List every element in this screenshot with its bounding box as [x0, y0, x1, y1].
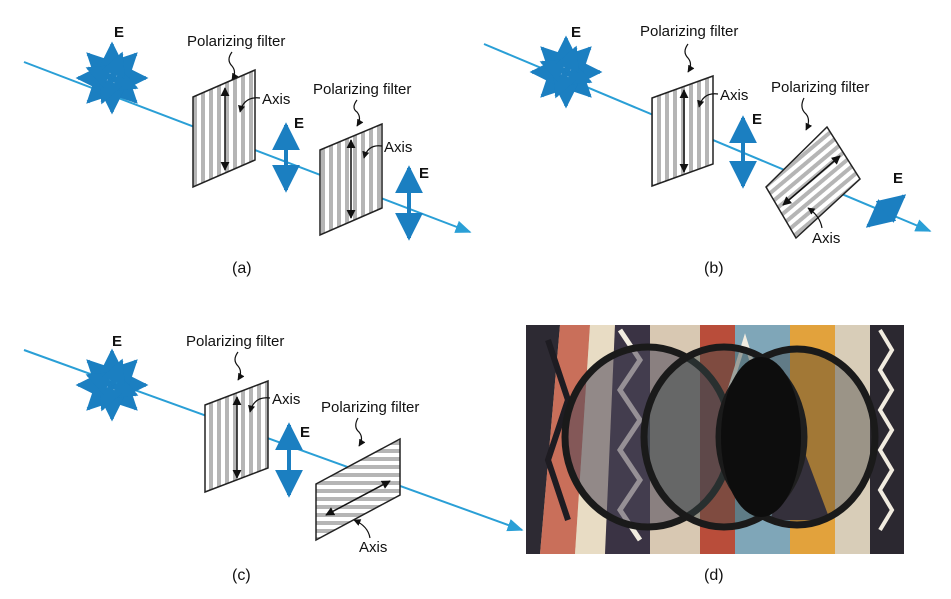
pointer: [234, 351, 245, 381]
axis-label: Axis: [384, 139, 412, 156]
pointer: [684, 43, 695, 73]
filter-label: Polarizing filter: [640, 23, 738, 40]
caption-d: (d): [704, 567, 724, 584]
polarizing-filter-1: [204, 379, 269, 494]
axis-label: Axis: [262, 91, 290, 108]
filter-label: Polarizing filter: [187, 33, 285, 50]
pointer: [228, 51, 239, 81]
axis-label: Axis: [720, 87, 748, 104]
pointer: [353, 519, 371, 539]
caption-c: (c): [232, 567, 251, 584]
unpolarized-e-star: [529, 35, 603, 109]
pointer: [801, 97, 813, 131]
axis-label: Axis: [359, 539, 387, 556]
pointer: [248, 397, 271, 413]
axis-label: Axis: [272, 391, 300, 408]
pointer: [238, 97, 261, 113]
e-field-label: E: [571, 24, 581, 41]
e-field-label: E: [114, 24, 124, 41]
e-field-label: E: [419, 165, 429, 182]
filter-label: Polarizing filter: [186, 333, 284, 350]
polarizing-filter-2: [765, 125, 861, 240]
polarizing-filter-2: [319, 122, 383, 237]
filter-label: Polarizing filter: [313, 81, 411, 98]
pointer: [807, 207, 823, 229]
pointer: [697, 93, 719, 108]
polarizing-filter-1: [651, 74, 714, 188]
e-field-label: E: [752, 111, 762, 128]
e-field-label: E: [294, 115, 304, 132]
polarizing-filter-2: [315, 437, 401, 542]
axis-label: Axis: [812, 230, 840, 247]
filter-label: Polarizing filter: [771, 79, 869, 96]
pointer: [362, 145, 383, 159]
pointer: [353, 99, 364, 127]
caption-b: (b): [704, 260, 724, 277]
e-vector-arrow: [556, 45, 579, 73]
e-field-label: E: [112, 333, 122, 350]
unpolarized-e-star: [75, 348, 149, 422]
e-diagonal-arrow: [865, 194, 907, 228]
panel-b: E Polarizing filter Axis E Polarizing fi…: [483, 23, 932, 277]
polarizing-filter-1: [192, 68, 256, 189]
panel-d-photo: (d): [526, 325, 904, 584]
unpolarized-e-star: [75, 41, 149, 115]
pointer: [355, 417, 366, 447]
panel-c: E Polarizing filter Axis E Polarizing fi…: [23, 333, 524, 584]
light-beam: [23, 349, 524, 532]
e-vector-arrow: [102, 51, 125, 79]
e-field-label: E: [893, 170, 903, 187]
caption-a: (a): [232, 260, 252, 277]
e-field-label: E: [300, 424, 310, 441]
e-vector-arrow: [102, 358, 125, 386]
filter-label: Polarizing filter: [321, 399, 419, 416]
panel-a: E Polarizing filter Axis E Polarizing fi…: [23, 24, 472, 277]
